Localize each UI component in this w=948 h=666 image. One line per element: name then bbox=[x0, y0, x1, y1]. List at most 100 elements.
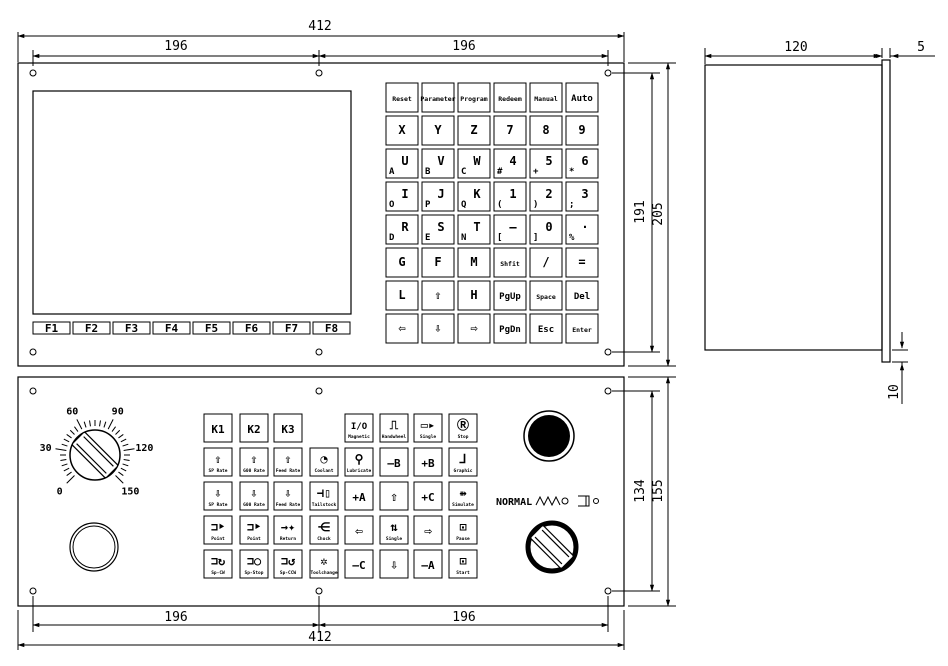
keypad-key[interactable]: 8 bbox=[529, 115, 563, 146]
keypad-key[interactable]: 0] bbox=[529, 214, 563, 245]
keypad-key[interactable]: RD bbox=[385, 214, 419, 245]
op-key[interactable]: –C bbox=[344, 549, 374, 579]
softkey-f7[interactable]: F7 bbox=[272, 321, 311, 335]
op-key[interactable]: +C bbox=[413, 481, 443, 511]
op-key[interactable]: ✲Toolchange bbox=[309, 549, 339, 579]
softkey-f1[interactable]: F1 bbox=[32, 321, 71, 335]
keypad-key[interactable]: H bbox=[457, 280, 491, 311]
op-key[interactable]: ⊡Start bbox=[448, 549, 478, 579]
keypad-key[interactable]: ·% bbox=[565, 214, 599, 245]
keypad-key[interactable]: 7 bbox=[493, 115, 527, 146]
op-key[interactable]: ◔Coolant bbox=[309, 447, 339, 477]
op-key[interactable]: ⊐↺Sp-CCW bbox=[273, 549, 303, 579]
softkey-f4[interactable]: F4 bbox=[152, 321, 191, 335]
keypad-key[interactable]: Program bbox=[457, 82, 491, 113]
emergency-stop-button[interactable] bbox=[523, 410, 575, 462]
op-key[interactable]: ⅃Graphic bbox=[448, 447, 478, 477]
op-key[interactable]: ⊣▯Tailstock bbox=[309, 481, 339, 511]
keypad-key[interactable]: Z bbox=[457, 115, 491, 146]
op-key[interactable]: ⇩Feed Rate bbox=[273, 481, 303, 511]
op-key[interactable]: ⊡Pause bbox=[448, 515, 478, 545]
op-key[interactable]: ⚲Lubricate bbox=[344, 447, 374, 477]
op-key[interactable]: ⇧Feed Rate bbox=[273, 447, 303, 477]
keypad-key[interactable]: TN bbox=[457, 214, 491, 245]
keypad-key[interactable]: Space bbox=[529, 280, 563, 311]
key-switch[interactable] bbox=[525, 520, 579, 574]
keypad-key[interactable]: VB bbox=[421, 148, 455, 179]
op-key[interactable]: ⇩ bbox=[379, 549, 409, 579]
keypad-key[interactable]: = bbox=[565, 247, 599, 278]
op-key[interactable]: ⇧ bbox=[379, 481, 409, 511]
keypad-key[interactable]: 2) bbox=[529, 181, 563, 212]
keypad-key[interactable]: Parameter bbox=[420, 82, 456, 113]
softkey-f2[interactable]: F2 bbox=[72, 321, 111, 335]
keypad-key[interactable]: 4# bbox=[493, 148, 527, 179]
keypad-key[interactable]: IO bbox=[385, 181, 419, 212]
keypad-key[interactable]: Esc bbox=[529, 313, 563, 344]
keypad-key[interactable]: G bbox=[385, 247, 419, 278]
keypad-key[interactable]: X bbox=[385, 115, 419, 146]
softkey-f3[interactable]: F3 bbox=[112, 321, 151, 335]
op-key[interactable]: →✦Return bbox=[273, 515, 303, 545]
keypad-key[interactable]: 9 bbox=[565, 115, 599, 146]
op-key[interactable]: ⇅Single bbox=[379, 515, 409, 545]
op-key[interactable]: ⊐‣Point bbox=[203, 515, 233, 545]
keypad-key[interactable]: Manual bbox=[529, 82, 563, 113]
keypad-key[interactable]: WC bbox=[457, 148, 491, 179]
keypad-key[interactable]: JP bbox=[421, 181, 455, 212]
keypad-key[interactable]: Reset bbox=[385, 82, 419, 113]
keypad-key[interactable]: 3; bbox=[565, 181, 599, 212]
op-key[interactable]: ⇩G00 Rate bbox=[239, 481, 269, 511]
keypad-key[interactable]: F bbox=[421, 247, 455, 278]
op-key[interactable]: ⇩SP Rate bbox=[203, 481, 233, 511]
keypad-key[interactable]: –[ bbox=[493, 214, 527, 245]
keypad-key[interactable]: 6* bbox=[565, 148, 599, 179]
keypad-key[interactable]: PgDn bbox=[493, 313, 527, 344]
op-key[interactable]: +A bbox=[344, 481, 374, 511]
op-key[interactable]: ⊐‣Point bbox=[239, 515, 269, 545]
keypad-key[interactable]: Redeem bbox=[493, 82, 527, 113]
keypad-key[interactable]: UA bbox=[385, 148, 419, 179]
softkey-f8[interactable]: F8 bbox=[312, 321, 351, 335]
op-key[interactable]: ⎍Handwheel bbox=[379, 413, 409, 443]
keypad-key[interactable]: / bbox=[529, 247, 563, 278]
softkey-f5[interactable]: F5 bbox=[192, 321, 231, 335]
op-key[interactable]: ⋲Chuck bbox=[309, 515, 339, 545]
keypad-key[interactable]: SE bbox=[421, 214, 455, 245]
softkey-f6[interactable]: F6 bbox=[232, 321, 271, 335]
keypad-key[interactable]: 5+ bbox=[529, 148, 563, 179]
keypad-key[interactable]: ⇧ bbox=[421, 280, 455, 311]
keypad-key[interactable]: PgUp bbox=[493, 280, 527, 311]
softkey-label: F5 bbox=[205, 322, 218, 335]
keypad-key[interactable]: ⇨ bbox=[457, 313, 491, 344]
keypad-key[interactable]: 1( bbox=[493, 181, 527, 212]
op-key[interactable]: ⇦ bbox=[344, 515, 374, 545]
keypad-key[interactable]: ⇩ bbox=[421, 313, 455, 344]
round-button[interactable] bbox=[69, 522, 119, 572]
op-key[interactable]: –B bbox=[379, 447, 409, 477]
keypad-key-label: Del bbox=[574, 292, 590, 302]
keypad-key[interactable]: Y bbox=[421, 115, 455, 146]
op-key[interactable]: K2 bbox=[239, 413, 269, 443]
op-key[interactable]: ⇨ bbox=[413, 515, 443, 545]
keypad-key[interactable]: Shfit bbox=[493, 247, 527, 278]
op-key[interactable]: ▭▸Single bbox=[413, 413, 443, 443]
op-key[interactable]: K1 bbox=[203, 413, 233, 443]
keypad-key[interactable]: Del bbox=[565, 280, 599, 311]
op-key[interactable]: ⇧G00 Rate bbox=[239, 447, 269, 477]
op-key[interactable]: ⇧SP Rate bbox=[203, 447, 233, 477]
keypad-key[interactable]: Auto bbox=[565, 82, 599, 113]
keypad-key[interactable]: KQ bbox=[457, 181, 491, 212]
keypad-key[interactable]: ⇦ bbox=[385, 313, 419, 344]
keypad-key[interactable]: Enter bbox=[565, 313, 599, 344]
op-key[interactable]: ⇻Simulate bbox=[448, 481, 478, 511]
op-key[interactable]: ⊐↻Sp-CW bbox=[203, 549, 233, 579]
keypad-key[interactable]: M bbox=[457, 247, 491, 278]
op-key[interactable]: +B bbox=[413, 447, 443, 477]
keypad-key[interactable]: L bbox=[385, 280, 419, 311]
op-key[interactable]: –A bbox=[413, 549, 443, 579]
op-key[interactable]: K3 bbox=[273, 413, 303, 443]
op-key[interactable]: ⊐○Sp-Stop bbox=[239, 549, 269, 579]
